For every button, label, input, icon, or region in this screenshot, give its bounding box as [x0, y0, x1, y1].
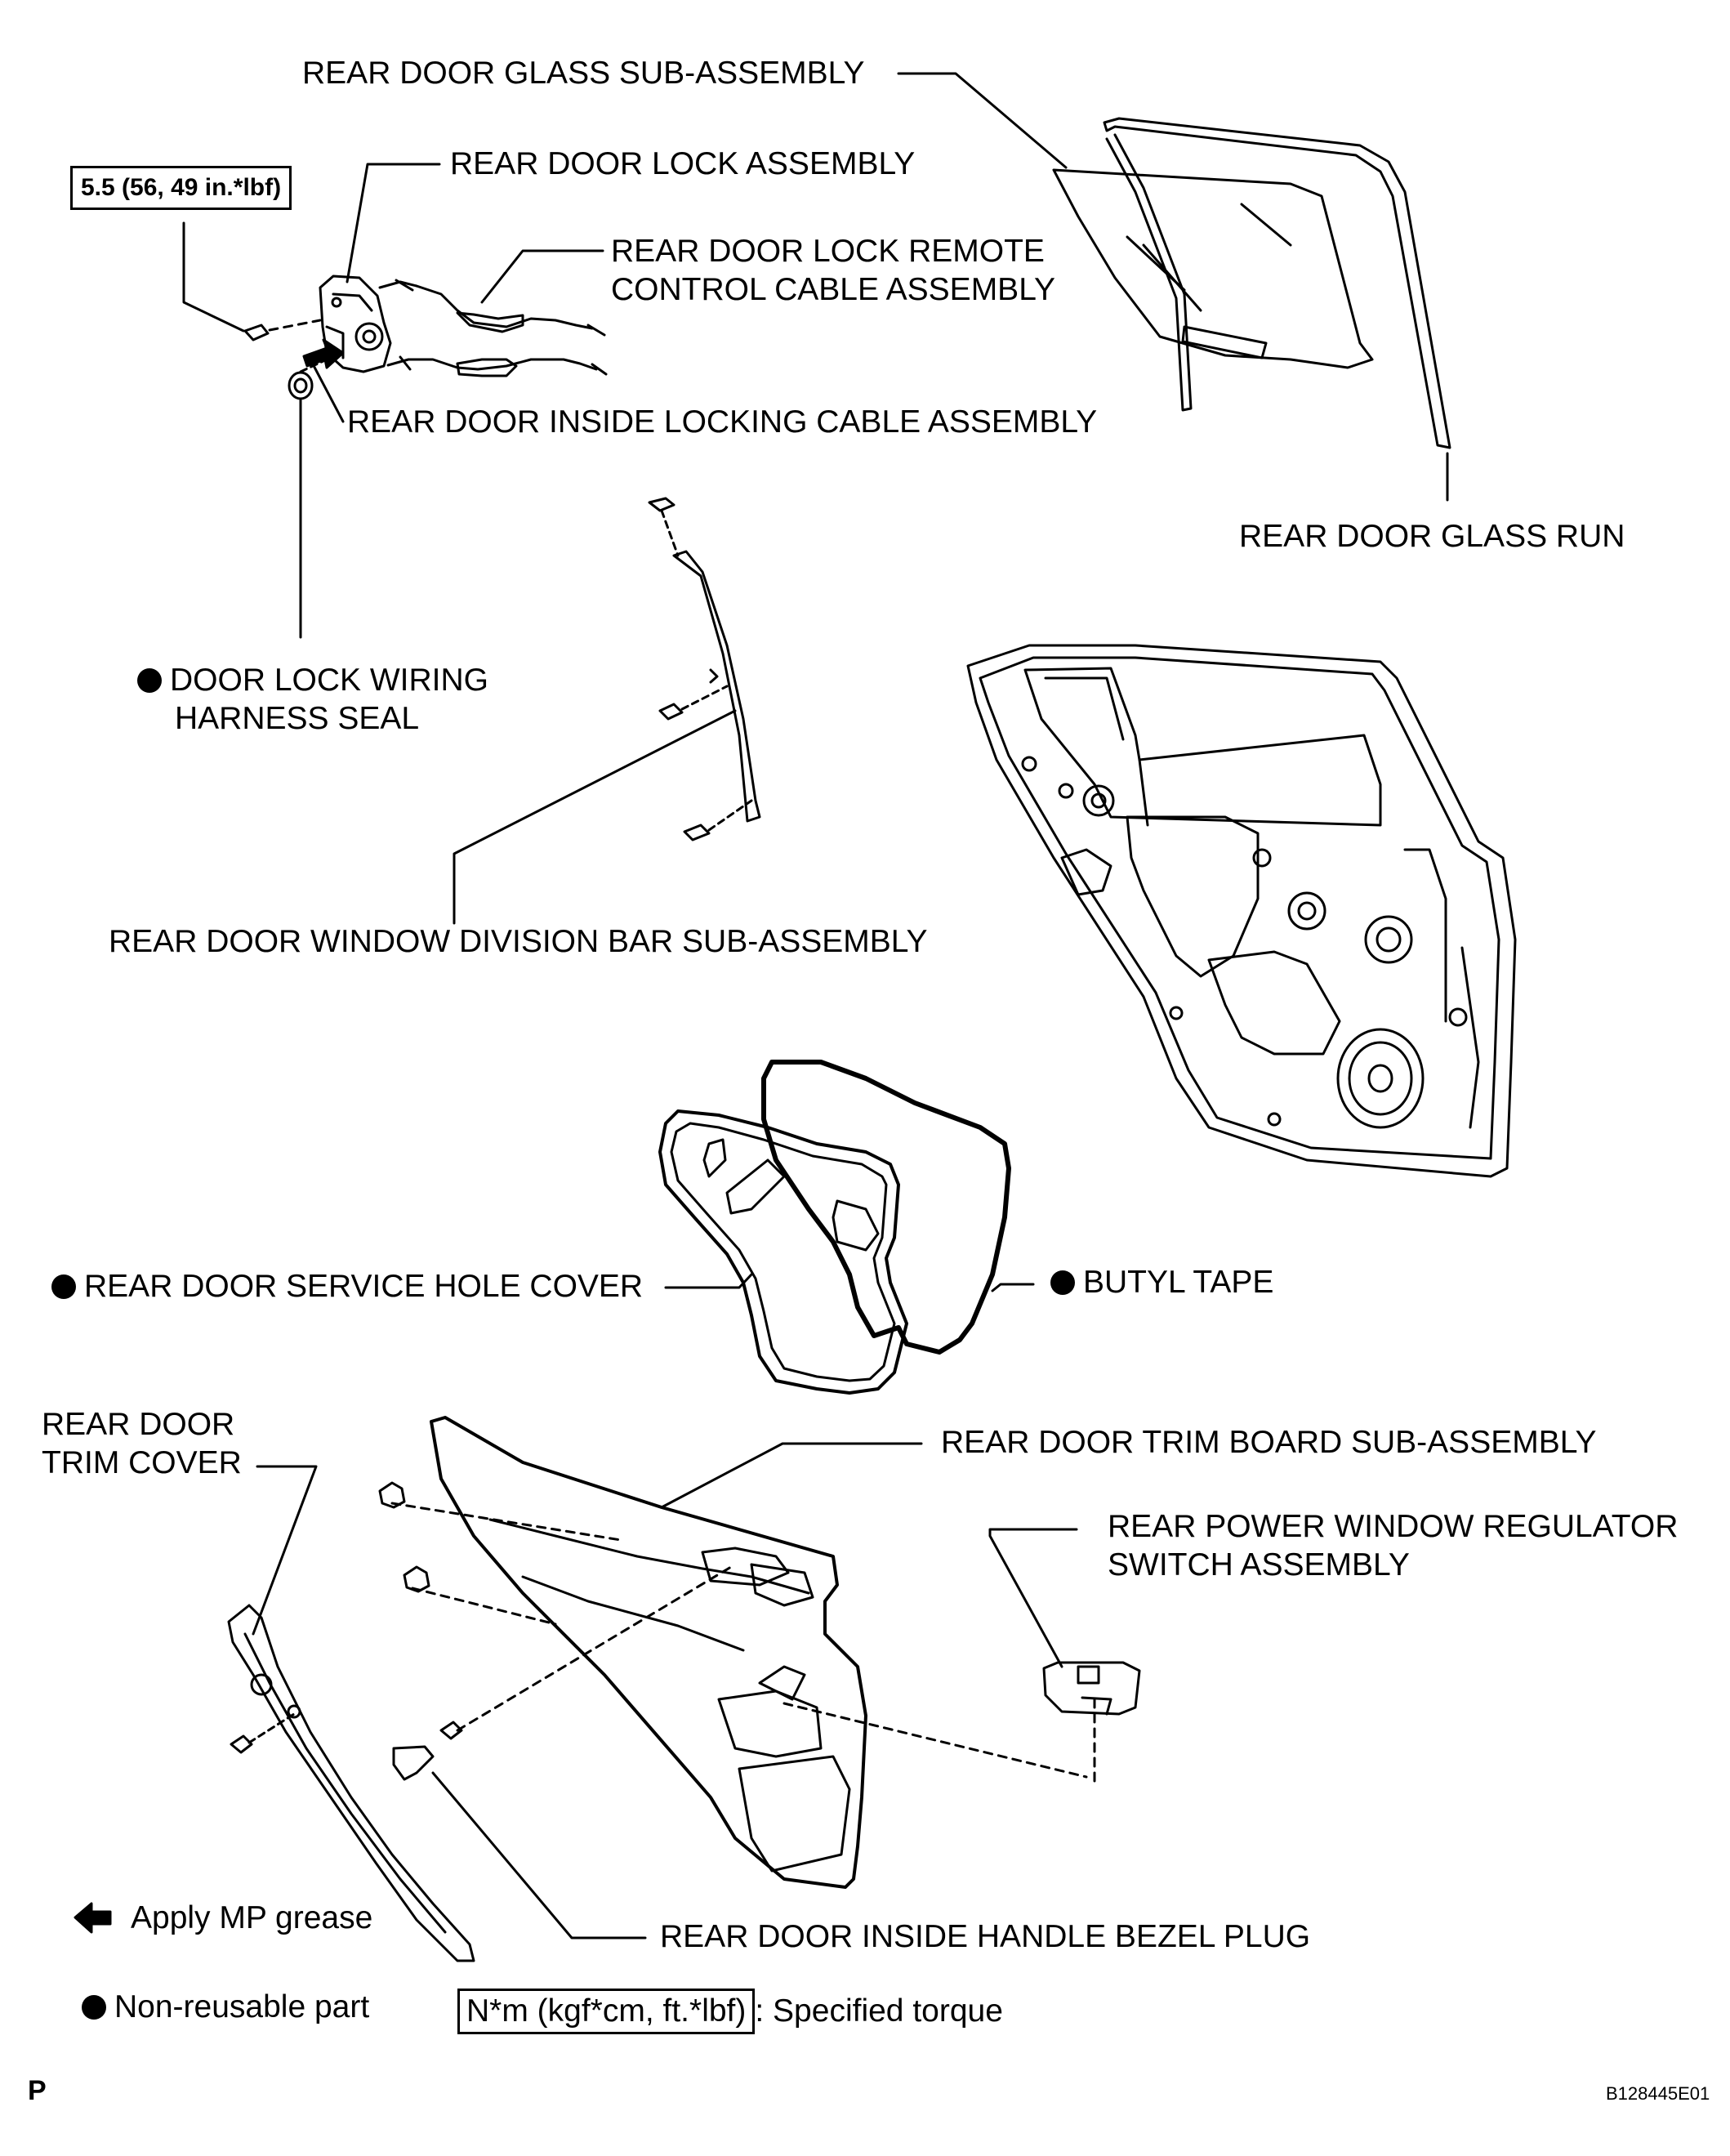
service-hole-cover — [658, 1109, 908, 1395]
label-division-bar: REAR DOOR WINDOW DIVISION BAR SUB-ASSEMB… — [109, 924, 928, 959]
label-trim-cover: REAR DOOR TRIM COVER — [42, 1405, 242, 1482]
non-reusable-dot-icon — [137, 668, 162, 693]
lock-cables — [378, 279, 608, 377]
label-bezel-plug: REAR DOOR INSIDE HANDLE BEZEL PLUG — [660, 1919, 1311, 1954]
label-regulator-switch: REAR POWER WINDOW REGULATOR SWITCH ASSEM… — [1108, 1507, 1678, 1584]
label-trim-board: REAR DOOR TRIM BOARD SUB-ASSEMBLY — [941, 1425, 1597, 1460]
window-regulator-switch — [1042, 1661, 1141, 1716]
label-service-hole-cover: REAR DOOR SERVICE HOLE COVER — [51, 1268, 643, 1306]
inside-handle-bezel-plug — [392, 1745, 435, 1781]
non-reusable-dot-icon — [82, 1995, 106, 2020]
legend-non-reusable: Non-reusable part — [82, 1989, 369, 2026]
butyl-tape — [761, 1060, 1011, 1355]
legend-specified-torque: N*m (kgf*cm, ft.*lbf): Specified torque — [457, 1989, 1003, 2034]
trim-cover — [227, 1604, 475, 1962]
label-butyl-tape: BUTYL TAPE — [1050, 1264, 1273, 1301]
door-frame-assembly — [966, 644, 1517, 1178]
torque-spec-box: 5.5 (56, 49 in.*lbf) — [70, 166, 292, 210]
label-service-hole-cover-text: REAR DOOR SERVICE HOLE COVER — [84, 1269, 644, 1304]
label-trim-cover-line2: TRIM COVER — [42, 1445, 242, 1480]
non-reusable-dot-icon — [1050, 1270, 1075, 1295]
label-glass-sub-assembly: REAR DOOR GLASS SUB-ASSEMBLY — [302, 56, 865, 91]
non-reusable-dot-icon — [51, 1274, 76, 1299]
corner-letter: P — [28, 2075, 47, 2106]
window-division-bar — [648, 497, 761, 841]
door-glass-and-run — [1052, 117, 1451, 449]
label-wiring-seal-line2: HARNESS SEAL — [175, 701, 420, 736]
label-regulator-switch-line2: SWITCH ASSEMBLY — [1108, 1547, 1410, 1582]
legend-spec-text: : Specified torque — [755, 1993, 1003, 2029]
leader-lines — [182, 72, 1449, 1940]
figure-id: B128445E01 — [1606, 2083, 1710, 2104]
grease-arrow-icon — [74, 1902, 112, 1934]
label-remote-cable-line2: CONTROL CABLE ASSEMBLY — [611, 272, 1056, 307]
label-remote-cable-line1: REAR DOOR LOCK REMOTE — [611, 234, 1045, 269]
label-inside-locking-cable: REAR DOOR INSIDE LOCKING CABLE ASSEMBLY — [347, 404, 1098, 440]
door-lock-assembly — [243, 275, 392, 400]
legend-spec-unit-box: N*m (kgf*cm, ft.*lbf) — [457, 1989, 756, 2034]
label-remote-cable: REAR DOOR LOCK REMOTE CONTROL CABLE ASSE… — [611, 232, 1055, 309]
label-glass-run: REAR DOOR GLASS RUN — [1239, 519, 1625, 554]
label-trim-cover-line1: REAR DOOR — [42, 1407, 235, 1442]
legend-non-reusable-text: Non-reusable part — [114, 1989, 370, 2024]
label-wiring-seal-text1: DOOR LOCK WIRING — [170, 663, 489, 698]
label-regulator-switch-line1: REAR POWER WINDOW REGULATOR — [1108, 1509, 1679, 1544]
label-lock-assembly: REAR DOOR LOCK ASSEMBLY — [450, 146, 916, 181]
label-wiring-seal-line1: DOOR LOCK WIRING — [137, 661, 488, 699]
trim-board — [378, 1416, 1096, 1889]
label-wiring-harness-seal: DOOR LOCK WIRING HARNESS SEAL — [137, 661, 488, 738]
legend-grease: Apply MP grease — [131, 1900, 373, 1935]
label-butyl-tape-text: BUTYL TAPE — [1083, 1265, 1274, 1300]
